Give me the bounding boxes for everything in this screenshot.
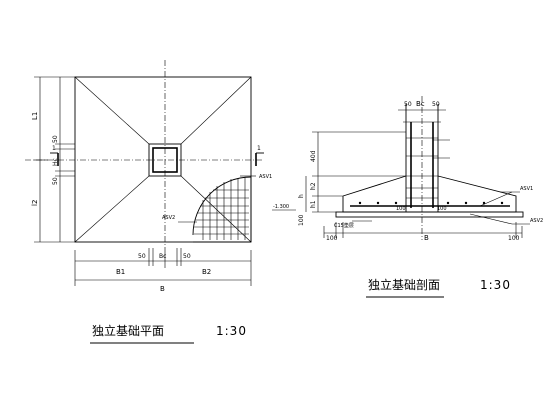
rebar-detail: ASV1 ASV2 [162, 174, 272, 243]
section-scale: 1:30 [480, 278, 511, 292]
plan-scale: 1:30 [216, 324, 247, 338]
foundation-section: ASV1 ASV2 C15垫层 50 Bc 50 40d h2 h1 h 100… [272, 96, 543, 298]
dim-h1: h1 [310, 200, 317, 208]
c15-label: C15垫层 [334, 222, 354, 229]
section-title: 独立基础剖面 [368, 277, 440, 292]
dim-50-left: 50 [138, 253, 146, 260]
dim-l1: L1 [31, 112, 39, 120]
dim-b2: B2 [202, 268, 211, 276]
dim-bc: Bc [416, 100, 425, 108]
asv1-label: ASV1 [520, 186, 533, 192]
plan-title: 独立基础平面 [92, 323, 164, 338]
dim-h: h [298, 194, 305, 198]
dim-hc: Hc [52, 158, 59, 166]
asv1-label: ASV1 [259, 174, 272, 180]
dim-b1: B1 [116, 268, 125, 276]
section-mark-left: 1 [52, 145, 56, 152]
dim-50-bottom: 50 [52, 177, 59, 185]
footing-outline [74, 76, 252, 243]
blinding-layer [335, 211, 524, 218]
dim-100-right: 100 [508, 235, 520, 242]
dim-50-right: 50 [432, 101, 440, 108]
inner-100-left: 100 [396, 206, 406, 212]
dim-l2: l2 [31, 200, 39, 206]
dim-50-left: 50 [404, 101, 412, 108]
asv2-label: ASV2 [162, 215, 175, 221]
dim-b: B [160, 285, 165, 293]
inner-100-right: 100 [437, 206, 447, 212]
dim-100-left: 100 [326, 235, 338, 242]
left-dimension-chain: L1 l2 50 Hc 50 [31, 76, 75, 243]
dim-h2: h2 [310, 182, 317, 190]
dim-50-right: 50 [183, 253, 191, 260]
dim-100: 100 [298, 214, 305, 226]
elevation-label: -1.300 [273, 204, 289, 210]
asv2-label: ASV2 [530, 218, 543, 224]
section-mark-right: 1 [257, 145, 261, 152]
dim-50-top: 50 [52, 135, 59, 143]
dim-40d: 40d [310, 150, 317, 162]
foundation-plan: 1 1 [25, 60, 272, 344]
bottom-dimension-chain: 50 Bc 50 B1 B2 B [74, 248, 252, 293]
dim-bc: Bc [159, 253, 166, 260]
dim-b: B [424, 234, 429, 242]
